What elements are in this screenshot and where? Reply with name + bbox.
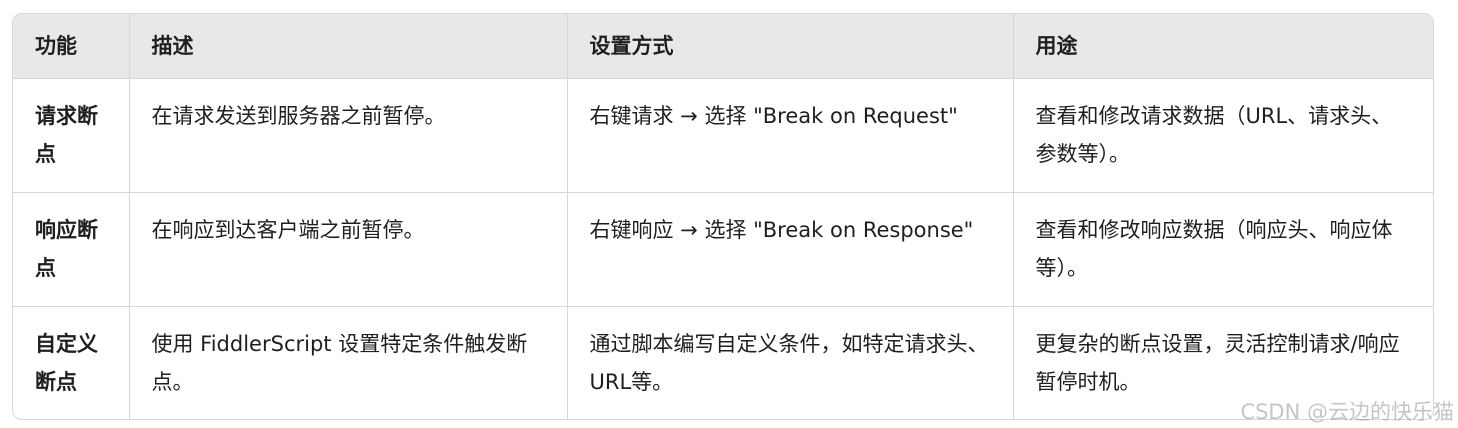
table-row: 自定义断点 使用 FiddlerScript 设置特定条件触发断点。 通过脚本编…: [13, 306, 1433, 419]
watermark: CSDN @云边的快乐猫: [1240, 400, 1454, 424]
header-description: 描述: [129, 14, 568, 79]
header-feature: 功能: [13, 14, 130, 79]
cell-usage: 查看和修改响应数据（响应头、响应体等）。: [1013, 192, 1433, 307]
cell-description: 使用 FiddlerScript 设置特定条件触发断点。: [129, 306, 568, 419]
cell-feature: 自定义断点: [13, 306, 130, 419]
table-row: 响应断点 在响应到达客户端之前暂停。 右键响应 → 选择 "Break on R…: [13, 192, 1433, 307]
cell-usage: 更复杂的断点设置，灵活控制请求/响应暂停时机。: [1035, 332, 1400, 394]
cell-usage: 查看和修改请求数据（URL、请求头、参数等）。: [1013, 78, 1433, 193]
cell-setup: 右键请求 → 选择 "Break on Request": [567, 78, 1014, 193]
cell-feature: 请求断点: [13, 78, 130, 193]
table-header-row: 功能 描述 设置方式 用途: [13, 14, 1433, 79]
cell-setup: 通过脚本编写自定义条件，如特定请求头、URL等。: [567, 306, 1014, 419]
cell-setup: 右键响应 → 选择 "Break on Response": [567, 192, 1014, 307]
cell-feature: 响应断点: [13, 192, 130, 307]
breakpoint-table: 功能 描述 设置方式 用途 请求断点 在请求发送到服务器之前暂停。 右键请求 →…: [12, 13, 1434, 420]
cell-description: 在请求发送到服务器之前暂停。: [129, 78, 568, 193]
header-setup: 设置方式: [567, 14, 1014, 79]
table-row: 请求断点 在请求发送到服务器之前暂停。 右键请求 → 选择 "Break on …: [13, 78, 1433, 193]
header-usage: 用途: [1013, 14, 1433, 79]
cell-description: 在响应到达客户端之前暂停。: [129, 192, 568, 307]
